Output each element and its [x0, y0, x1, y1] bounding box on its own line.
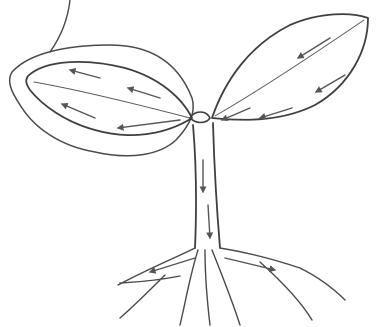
pointer-line — [50, 0, 70, 52]
right-leaf-arrows — [222, 38, 345, 120]
left-leaf-outline — [10, 45, 194, 156]
arrow — [316, 75, 345, 92]
stem-node — [190, 112, 210, 123]
arrow — [118, 120, 180, 128]
left-leaf — [26, 62, 192, 135]
stem — [193, 123, 220, 248]
arrow — [298, 38, 330, 58]
arrow — [62, 104, 95, 118]
arrow — [70, 70, 100, 78]
arrow — [150, 258, 195, 272]
arrow — [208, 205, 210, 238]
arrow — [128, 88, 160, 98]
stem-arrows — [203, 160, 210, 238]
arrow — [225, 258, 275, 270]
left-leaf-arrows — [62, 70, 180, 128]
